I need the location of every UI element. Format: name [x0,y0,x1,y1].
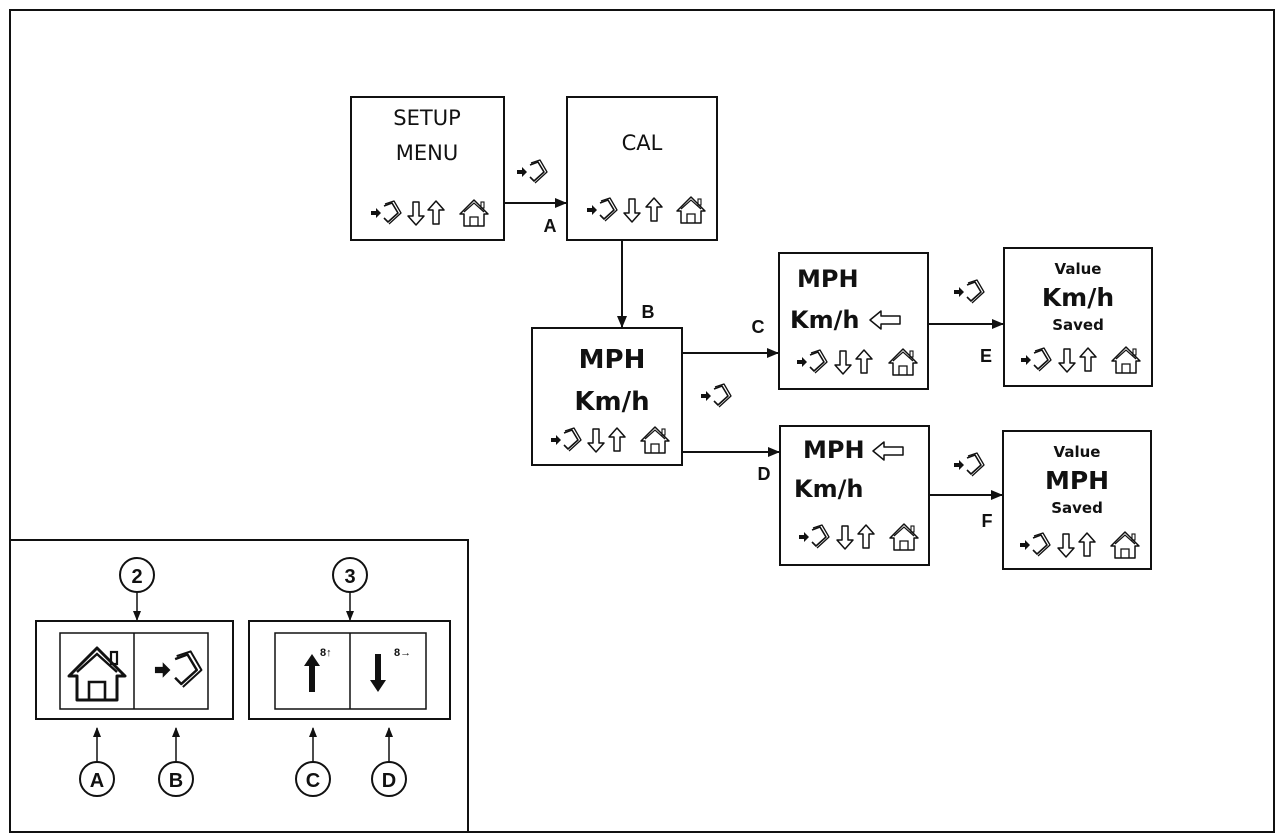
enter-icon [953,452,985,477]
callout-circle-b [158,761,194,797]
screen-kmh-select-line1: MPH [797,265,859,293]
screen-mph-saved-line3: Saved [1051,499,1103,517]
up-arrow-subscript: 8↑ [320,647,332,659]
flow-label-a: A [544,216,557,236]
flow-label-b: B [642,302,655,322]
screen-setup-line1: SETUP [393,106,460,130]
screen-kmh-saved-line1: Value [1055,260,1102,278]
screen-mph-select: MPH Km/h [779,425,930,566]
down-arrow-subscript: 8→ [394,647,411,659]
screen-kmh-select-line2: Km/h [790,306,859,334]
flow-label-d: D [758,464,771,484]
screen-kmh-saved-line2: Km/h [1042,283,1114,312]
screen-setup-menu: SETUP MENU [350,96,505,241]
callout-a: A [90,770,104,792]
callout-circle-c [295,761,331,797]
screen-cal: CAL [566,96,718,241]
screen-kmh-saved: Value Km/h Saved [1003,247,1153,387]
screen-kmh-select: MPH Km/h [778,252,929,390]
callout-b: B [169,770,183,792]
screen-units: MPH Km/h [531,327,683,466]
callout-3: 3 [344,566,355,588]
screen-mph-select-line2: Km/h [794,475,863,503]
enter-icon [700,383,732,408]
flow-label-c: C [752,317,765,337]
callout-2: 2 [131,566,142,588]
screen-mph-saved-line1: Value [1054,443,1101,461]
button-panel-3 [248,620,451,720]
callout-c: C [306,770,320,792]
enter-icon [516,159,548,184]
callout-circle-d [371,761,407,797]
screen-setup-line2: MENU [396,141,458,165]
screen-cal-line1: CAL [622,131,663,155]
screen-mph-saved-line2: MPH [1045,466,1109,495]
flow-label-f: F [982,511,993,531]
enter-icon [153,650,203,689]
button-panel-2 [35,620,234,720]
screen-units-line1: MPH [579,345,646,375]
screen-units-line2: Km/h [574,387,649,417]
screen-mph-select-line1: MPH [803,436,865,464]
screen-kmh-saved-line3: Saved [1052,316,1104,334]
outer-frame [9,9,1275,833]
flow-label-e: E [980,346,992,366]
enter-icon [953,279,985,304]
home-icon [67,646,127,702]
screen-mph-saved: Value MPH Saved [1002,430,1152,570]
callout-d: D [382,770,396,792]
down-arrow-icon [370,654,386,692]
button-legend: 2 3 8↑ 8→ A B C D [10,539,469,832]
up-arrow-icon [304,654,320,692]
callout-circle-a [79,761,115,797]
